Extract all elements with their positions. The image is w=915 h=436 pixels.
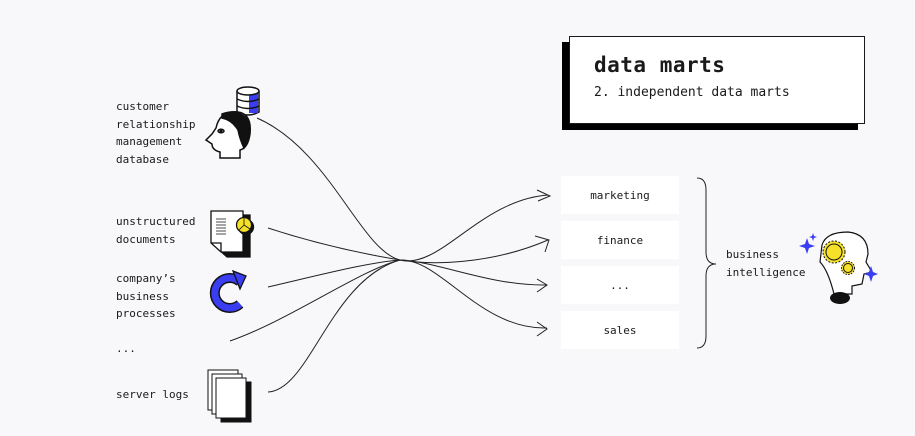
diagram-title: data marts	[594, 53, 726, 77]
diagram-subtitle: 2. independent data marts	[594, 85, 790, 100]
source-label-server-logs: server logs	[116, 388, 189, 401]
data-mart-label: finance	[596, 233, 644, 247]
data-mart-more: ...	[561, 266, 679, 304]
source-label-crm: customer relationship management databas…	[116, 100, 196, 166]
source-label-more: ...	[116, 342, 136, 355]
data-mart-sales: sales	[561, 311, 679, 349]
stacked-pages-icon	[207, 369, 252, 423]
sparkle-icon	[799, 233, 878, 282]
business-intelligence-label: business intelligence	[726, 248, 806, 279]
data-mart-label: ...	[610, 278, 630, 292]
data-mart-label: marketing	[590, 188, 650, 202]
source-label-processes: company’s business processes	[116, 272, 176, 320]
brace	[696, 177, 717, 349]
circular-arrow-icon	[209, 269, 247, 313]
person-head-icon	[204, 111, 251, 159]
data-mart-finance: finance	[561, 221, 679, 259]
source-label-documents: unstructured documents	[116, 215, 196, 246]
data-mart-marketing: marketing	[561, 176, 679, 214]
document-chart-icon	[210, 210, 255, 258]
data-mart-label: sales	[603, 323, 637, 337]
title-card: data marts 2. independent data marts	[569, 36, 865, 124]
